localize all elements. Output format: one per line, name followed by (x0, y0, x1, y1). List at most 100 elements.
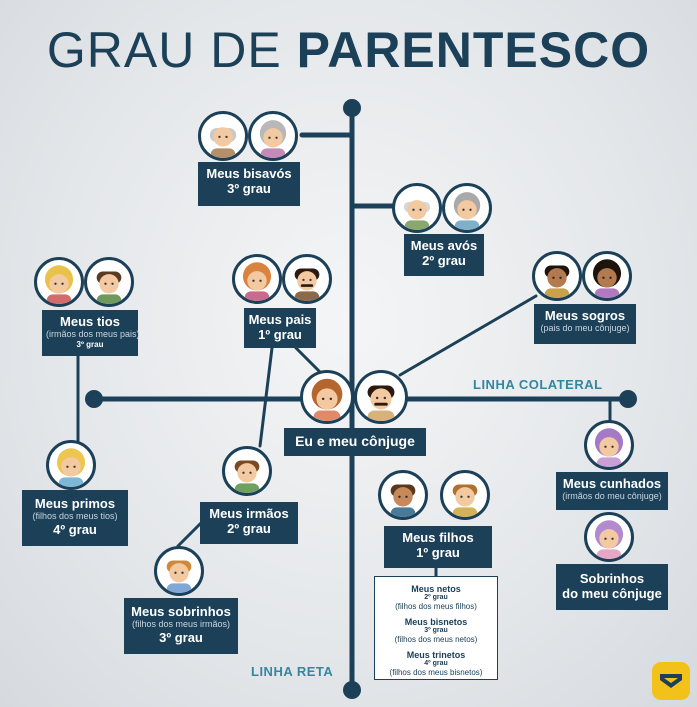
son-icon (390, 484, 416, 517)
nephew-icon (166, 560, 192, 593)
title-part1: GRAU DE (46, 22, 282, 78)
primos-name: Meus primos (34, 496, 116, 511)
tios-degree: 3º grau (76, 340, 104, 349)
node-tios: Meus tios (irmãos dos meus pais) 3º grau (42, 310, 140, 356)
aunt-avatar (34, 257, 84, 307)
bisnetos-sub: (filhos dos meus netos) (394, 635, 478, 644)
trinetos-degree: 4º grau (424, 660, 448, 667)
link-pais (294, 346, 322, 374)
daughter-avatar (440, 470, 490, 520)
sister-in-law-icon (594, 428, 624, 467)
bisavos-name: Meus bisavós (206, 166, 292, 181)
title-part2: PARENTESCO (296, 22, 651, 78)
node-avos: Meus avós 2º grau (404, 234, 484, 276)
primos-sub: (filhos dos meus tios) (32, 511, 118, 521)
elder-man-icon (209, 127, 237, 158)
filhos-degree: 1º grau (416, 545, 460, 560)
sogros-name: Meus sogros (544, 308, 626, 323)
node-bisavos: Meus bisavós 3º grau (198, 162, 300, 206)
node-pais: Meus pais 1º grau (244, 308, 316, 348)
tios-name: Meus tios (60, 314, 120, 329)
collateral-line-label: LINHA COLATERAL (473, 377, 603, 392)
elder-man-avatar (198, 111, 248, 161)
nephew-avatar (154, 546, 204, 596)
sogros-sub: (pais do meu cônjuge) (540, 323, 630, 333)
trinetos-name: Meus trinetos (406, 650, 466, 660)
cousin-avatar (46, 440, 96, 490)
pais-degree: 1º grau (258, 327, 302, 342)
descendants-box: Meus netos 2º grau (filhos dos meus filh… (374, 576, 498, 680)
bisnetos-degree: 3º grau (424, 627, 448, 634)
bisavos-degree: 3º grau (227, 181, 271, 196)
netos-name: Meus netos (411, 584, 461, 594)
netos-degree: 2º grau (424, 594, 448, 601)
grandpa-icon (403, 200, 431, 230)
mother-avatar (232, 254, 282, 304)
axis-end-top (343, 99, 361, 117)
daughter-icon (452, 484, 478, 517)
grandma-icon (453, 192, 481, 230)
man-icon (367, 385, 395, 421)
aunt-icon (44, 265, 74, 304)
node-primos: Meus primos (filhos dos meus tios) 4º gr… (22, 490, 128, 546)
irmaos-degree: 2º grau (227, 521, 271, 536)
axis-end-bottom (343, 681, 361, 699)
pais-name: Meus pais (248, 312, 312, 327)
trinetos-sub: (filhos dos meus bisnetos) (389, 668, 483, 677)
father-icon (294, 268, 320, 301)
tios-sub: (irmãos dos meus pais) (46, 329, 140, 339)
sobrinhos-conjuge-line1: Sobrinhos (579, 571, 645, 586)
avos-name: Meus avós (410, 238, 478, 253)
node-sogros: Meus sogros (pais do meu cônjuge) (534, 304, 636, 344)
bisnetos-name: Meus bisnetos (404, 617, 468, 627)
node-filhos: Meus filhos 1º grau (384, 526, 492, 568)
node-irmaos: Meus irmãos 2º grau (200, 502, 298, 544)
elder-woman-avatar (248, 111, 298, 161)
mother-in-law-icon (592, 259, 622, 298)
uncle-icon (96, 271, 122, 304)
primos-degree: 4º grau (53, 522, 97, 537)
brand-logo (652, 662, 690, 700)
brand-logo-icon (660, 674, 682, 688)
axis-end-right (619, 390, 637, 408)
sibling-avatar (222, 446, 272, 496)
father-avatar (282, 254, 332, 304)
irmaos-name: Meus irmãos (209, 506, 289, 521)
link-sogros (398, 294, 538, 377)
node-sobrinhos-conjuge: Sobrinhos do meu cônjuge (556, 564, 668, 610)
sobrinhos-sub: (filhos dos meus irmãos) (131, 619, 231, 629)
axis-end-left (85, 390, 103, 408)
avos-degree: 2º grau (422, 253, 466, 268)
netos-sub: (filhos dos meus filhos) (395, 602, 477, 611)
node-sobrinhos: Meus sobrinhos (filhos dos meus irmãos) … (124, 598, 238, 654)
cunhados-name: Meus cunhados (562, 476, 662, 491)
mother-icon (242, 262, 272, 301)
sobrinhos-degree: 3º grau (159, 630, 203, 645)
son-avatar (378, 470, 428, 520)
spouse-avatar (354, 370, 408, 424)
sister-in-law-avatar (584, 420, 634, 470)
cunhados-sub: (irmãos do meu cônjuge) (562, 491, 662, 501)
cousin-icon (56, 448, 86, 487)
uncle-avatar (84, 257, 134, 307)
sibling-icon (234, 460, 260, 493)
node-eu: Eu e meu cônjuge (284, 428, 426, 456)
page-title: GRAU DE PARENTESCO (0, 22, 697, 78)
me-avatar (300, 370, 354, 424)
eu-name: Eu e meu cônjuge (295, 433, 415, 449)
father-in-law-icon (544, 265, 570, 298)
father-in-law-avatar (532, 251, 582, 301)
filhos-name: Meus filhos (402, 530, 474, 545)
elder-woman-icon (259, 120, 287, 158)
link-pais-irmaos (258, 346, 274, 448)
woman-icon (311, 378, 343, 421)
node-cunhados: Meus cunhados (irmãos do meu cônjuge) (556, 472, 668, 510)
grandpa-avatar (392, 183, 442, 233)
sobrinhos-name: Meus sobrinhos (131, 604, 231, 619)
sobrinhos-conjuge-line2: do meu cônjuge (562, 586, 662, 601)
straight-line-label: LINHA RETA (251, 664, 334, 679)
mother-in-law-avatar (582, 251, 632, 301)
spouse-nephew-avatar (584, 512, 634, 562)
grandma-avatar (442, 183, 492, 233)
